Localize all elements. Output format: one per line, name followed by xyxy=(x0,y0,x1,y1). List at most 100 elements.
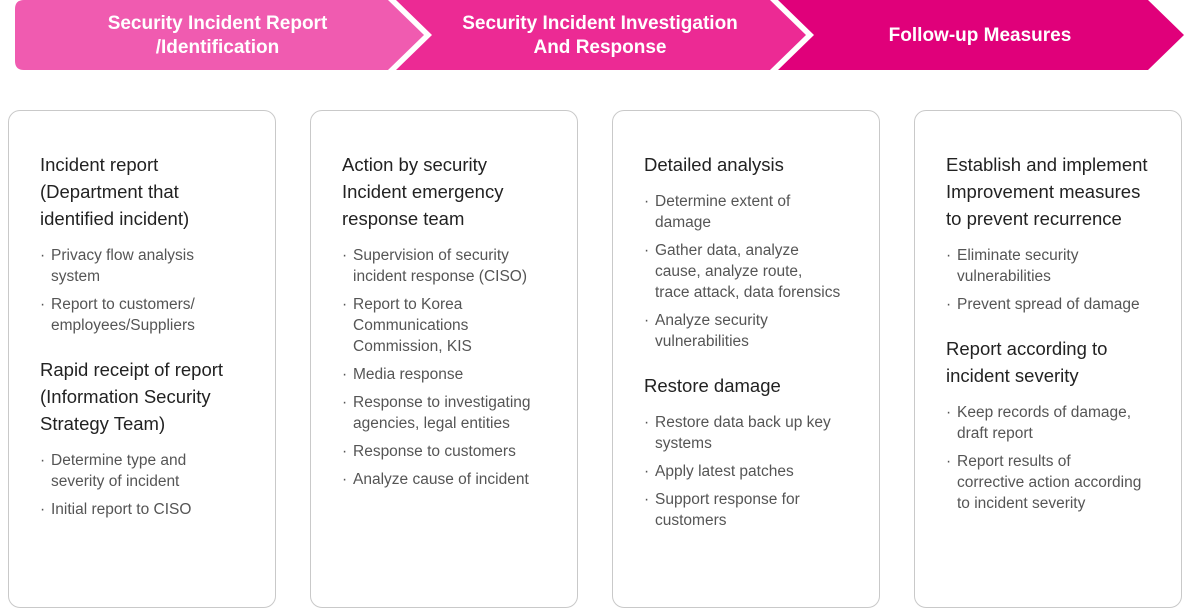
list-item-line: Report results of xyxy=(957,453,1071,470)
list-item-line: Prevent spread of damage xyxy=(957,296,1140,313)
section-title-line: Improvement measures xyxy=(946,181,1141,202)
stage-label-line: /Identification xyxy=(155,37,280,58)
list-item-line: Communications xyxy=(353,317,469,334)
list-item: Restore data back up key systems xyxy=(644,412,859,454)
list-item-line: damage xyxy=(655,214,712,231)
bullet-list: Keep records of damage,draft reportRepor… xyxy=(946,402,1161,514)
section-title-line: Incident emergency xyxy=(342,181,504,202)
stage-label-line: Security Incident Investigation xyxy=(462,13,738,34)
list-item: Determine type and severity of incident xyxy=(40,450,255,492)
list-item: Initial report to CISO xyxy=(40,499,255,520)
stage-label-3: Follow-up Measures xyxy=(800,0,1160,72)
section-title: Report according to incident severity xyxy=(946,335,1161,389)
section-title: Rapid receipt of report (Information Secu… xyxy=(40,356,255,437)
list-item-line: Analyze cause of incident xyxy=(353,471,529,488)
section-title-line: (Department that xyxy=(40,181,179,202)
list-item-line: Apply latest patches xyxy=(655,463,794,480)
column-card-1: Incident report (Department that identifie… xyxy=(8,110,276,608)
process-arrows xyxy=(15,0,1184,70)
list-item: Response to customers xyxy=(342,441,557,462)
section-title: Detailed analysis xyxy=(644,151,859,178)
list-item-line: trace attack, data forensics xyxy=(655,284,841,301)
section-title-line: to prevent recurrence xyxy=(946,208,1122,229)
list-item-line: vulnerabilities xyxy=(957,268,1051,285)
list-item-line: severity of incident xyxy=(51,473,180,490)
list-item-line: corrective action according xyxy=(957,474,1142,491)
list-item-line: system xyxy=(51,268,101,285)
list-item-line: Privacy flow analysis xyxy=(51,247,194,264)
list-item-line: Gather data, analyze xyxy=(655,242,799,259)
stage-label-text: Follow-up Measures xyxy=(889,24,1072,48)
list-item-line: to incident severity xyxy=(957,495,1086,512)
stage-label-text: Security Incident Report/Identification xyxy=(108,12,328,60)
list-item-line: Response to investigating xyxy=(353,394,531,411)
column-section: Restore damageRestore data back up key s… xyxy=(644,372,859,531)
bullet-list: Privacy flow analysis systemReport to cus… xyxy=(40,245,255,336)
list-item-line: cause, analyze route, xyxy=(655,263,803,280)
list-item-line: Media response xyxy=(353,366,464,383)
list-item: Determine extent of damage xyxy=(644,191,859,233)
section-title: Incident report (Department that identifie… xyxy=(40,151,255,232)
list-item-line: Response to customers xyxy=(353,443,516,460)
list-item-line: Report to Korea xyxy=(353,296,463,313)
list-item-line: Restore data back up key xyxy=(655,414,831,431)
stage-label-line: Follow-up Measures xyxy=(888,25,1072,46)
stage-arrow-3 xyxy=(778,0,1184,70)
list-item: Gather data, analyze cause, analyze route… xyxy=(644,240,859,303)
list-item: Report to customers/employees/Suppliers xyxy=(40,294,255,336)
list-item-line: agencies, legal entities xyxy=(353,415,510,432)
bullet-list: Determine extent of damageGather data, an… xyxy=(644,191,859,352)
bullet-list: Eliminate security vulnerabilitiesPrevent… xyxy=(946,245,1161,315)
list-item-line: Commission, KIS xyxy=(353,338,472,355)
list-item: Eliminate security vulnerabilities xyxy=(946,245,1161,287)
list-item-line: systems xyxy=(655,435,712,452)
column-card-3: Detailed analysisDetermine extent of dama… xyxy=(612,110,880,608)
list-item-line: Determine type and xyxy=(51,452,187,469)
list-item-line: incident response (CISO) xyxy=(353,268,528,285)
list-item-line: employees/Suppliers xyxy=(51,317,195,334)
list-item-line: vulnerabilities xyxy=(655,333,749,350)
section-title-line: Incident report xyxy=(40,154,159,175)
section-title-line: Restore damage xyxy=(644,375,781,396)
list-item-line: Keep records of damage, xyxy=(957,404,1132,421)
section-title-line: response team xyxy=(342,208,465,229)
stage-arrow-1 xyxy=(15,0,424,70)
column-section: Detailed analysisDetermine extent of dama… xyxy=(644,151,859,352)
bullet-list: Supervision of security incident response… xyxy=(342,245,557,490)
list-item: Analyze cause of incident xyxy=(342,469,557,490)
section-title-line: Establish and implement xyxy=(946,154,1148,175)
list-item: Analyze security vulnerabilities xyxy=(644,310,859,352)
list-item: Media response xyxy=(342,364,557,385)
list-item: Supervision of security incident response… xyxy=(342,245,557,287)
section-title-line: Rapid receipt of report xyxy=(40,359,224,380)
column-section: Report according to incident severityKeep… xyxy=(946,335,1161,514)
list-item-line: Initial report to CISO xyxy=(51,501,192,518)
list-item: Keep records of damage,draft report xyxy=(946,402,1161,444)
list-item-line: Determine extent of xyxy=(655,193,791,210)
list-item-line: Supervision of security xyxy=(353,247,509,264)
list-item: Report results of corrective action accor… xyxy=(946,451,1161,514)
list-item-line: Analyze security xyxy=(655,312,768,329)
section-title-line: Report according to xyxy=(946,338,1108,359)
list-item-line: Report to customers/ xyxy=(51,296,195,313)
list-item: Response to investigating agencies, legal… xyxy=(342,392,557,434)
list-item-line: Support response for xyxy=(655,491,800,508)
section-title-line: incident severity xyxy=(946,365,1079,386)
section-title-line: Action by security xyxy=(342,154,487,175)
section-title-line: (Information Security xyxy=(40,386,211,407)
list-item: Privacy flow analysis system xyxy=(40,245,255,287)
section-title-line: Detailed analysis xyxy=(644,154,784,175)
section-title-line: identified incident) xyxy=(40,208,190,229)
list-item: Report to KoreaCommunicationsCommission,… xyxy=(342,294,557,357)
list-item: Prevent spread of damage xyxy=(946,294,1161,315)
list-item-line: Eliminate security xyxy=(957,247,1079,264)
bullet-list: Determine type and severity of incidentIn… xyxy=(40,450,255,520)
